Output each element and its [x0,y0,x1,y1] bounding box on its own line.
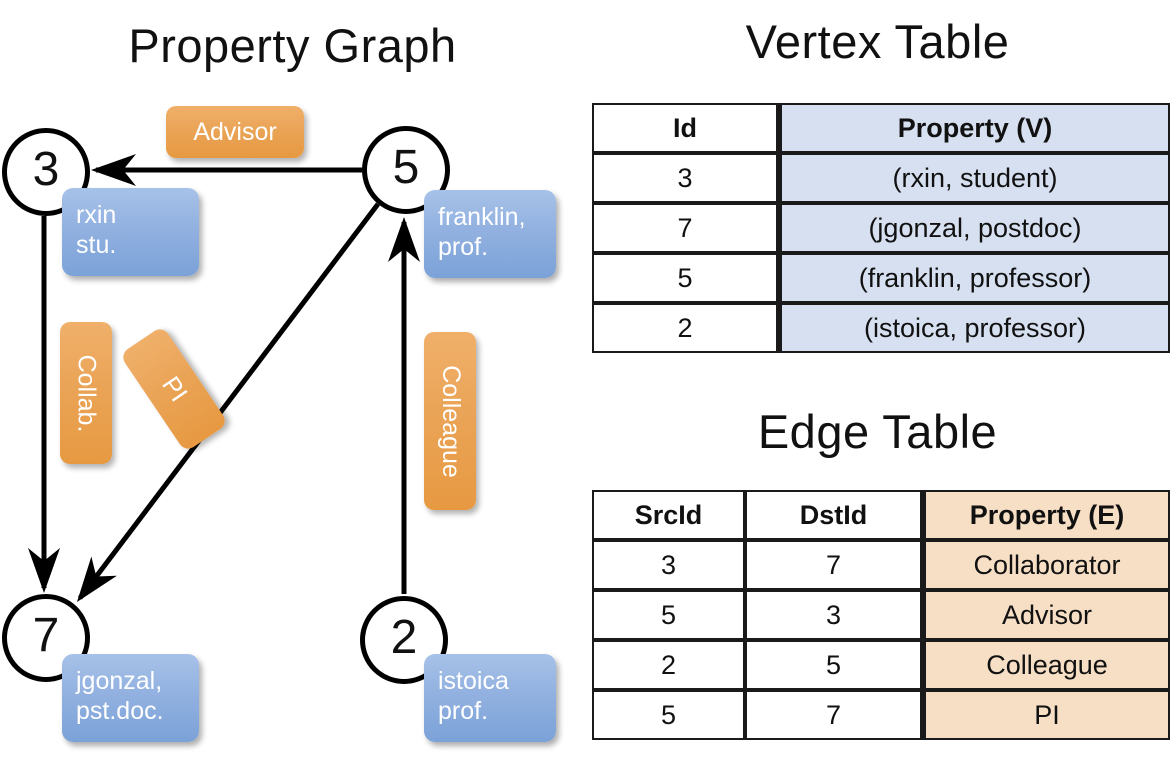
table-row[interactable]: 3 7 Collaborator [592,540,1170,590]
page-title-edge-table: Edge Table [757,405,998,458]
edge-label-pi-text: PI [156,371,193,407]
vertex-property-box-franklin: franklin, prof. [424,190,556,278]
graph-node-3-label: 3 [32,142,60,196]
vertex-property-box-rxin-line1: rxin [76,201,117,229]
edge-table: SrcId DstId Property (E) 3 7 Collaborato… [592,490,1170,740]
table-row[interactable]: 5 3 Advisor [592,590,1170,640]
edge-label-box-colleague: Colleague [424,332,476,510]
edge-row-0-dst: 7 [745,540,922,590]
table-row[interactable]: 5 (franklin, professor) [592,253,1170,303]
edge-table-header-property: Property (E) [922,490,1170,540]
edge-row-2-dst: 5 [745,640,922,690]
vertex-row-1-id: 7 [592,203,778,253]
property-graph-diagram: 3 5 7 2 rxin stu. franklin, prof. jgonza… [2,106,556,742]
vertex-table-header-property: Property (V) [778,103,1170,153]
table-row[interactable]: 7 (jgonzal, postdoc) [592,203,1170,253]
page-title-vertex-table: Vertex Table [745,15,1010,68]
table-row[interactable]: 2 (istoica, professor) [592,303,1170,353]
edge-row-0-property: Collaborator [922,540,1170,590]
vertex-property-box-istoica-line1: istoica [438,667,509,695]
vertex-table-header-row: Id Property (V) [592,103,1170,153]
vertex-row-0-property: (rxin, student) [778,153,1170,203]
vertex-property-box-rxin: rxin stu. [62,188,199,276]
graph-edges-svg [28,154,420,602]
edge-row-1-dst: 3 [745,590,922,640]
edge-label-collab-text: Collab. [72,354,101,432]
vertex-row-2-id: 5 [592,253,778,303]
vertex-row-3-id: 2 [592,303,778,353]
graph-node-7-label: 7 [32,608,60,662]
edge-table-header-srcid: SrcId [592,490,745,540]
graph-node-2-label: 2 [390,610,418,664]
graph-node-5-label: 5 [392,140,420,194]
graph-node-2[interactable]: 2 [360,596,448,684]
edge-row-2-property: Colleague [922,640,1170,690]
edge-row-0-src: 3 [592,540,745,590]
edge-row-1-property: Advisor [922,590,1170,640]
graph-node-5[interactable]: 5 [362,126,450,214]
edge-label-box-advisor: Advisor [166,106,304,158]
vertex-property-box-istoica: istoica prof. [424,654,556,742]
edge-label-box-collab: Collab. [60,322,112,464]
vertex-table-header-id: Id [592,103,778,153]
edge-row-3-dst: 7 [745,690,922,740]
vertex-row-1-property: (jgonzal, postdoc) [778,203,1170,253]
vertex-property-box-jgonzal-line1: jgonzal, [76,667,163,695]
table-row[interactable]: 2 5 Colleague [592,640,1170,690]
edge-table-header-row: SrcId DstId Property (E) [592,490,1170,540]
vertex-row-3-property: (istoica, professor) [778,303,1170,353]
vertex-row-2-property: (franklin, professor) [778,253,1170,303]
table-row[interactable]: 3 (rxin, student) [592,153,1170,203]
edge-row-2-src: 2 [592,640,745,690]
edge-label-colleague-text: Colleague [436,364,465,478]
edge-label-advisor-text: Advisor [193,117,277,146]
edge-row-3-src: 5 [592,690,745,740]
vertex-property-box-franklin-line2: prof. [438,233,489,261]
edge-5-to-7 [76,202,380,602]
vertex-property-box-jgonzal-line2: pst.doc. [76,697,164,725]
vertex-row-0-id: 3 [592,153,778,203]
vertex-property-box-franklin-line1: franklin, [438,203,526,231]
page-title-property-graph: Property Graph [128,19,457,72]
edge-row-1-src: 5 [592,590,745,640]
vertex-property-box-rxin-line2: stu. [76,231,117,259]
edge-row-3-property: PI [922,690,1170,740]
vertex-property-box-jgonzal: jgonzal, pst.doc. [62,654,199,742]
vertex-property-box-istoica-line2: prof. [438,697,489,725]
vertex-table: Id Property (V) 3 (rxin, student) 7 (jgo… [592,103,1170,353]
table-row[interactable]: 5 7 PI [592,690,1170,740]
edge-table-header-dstid: DstId [745,490,922,540]
